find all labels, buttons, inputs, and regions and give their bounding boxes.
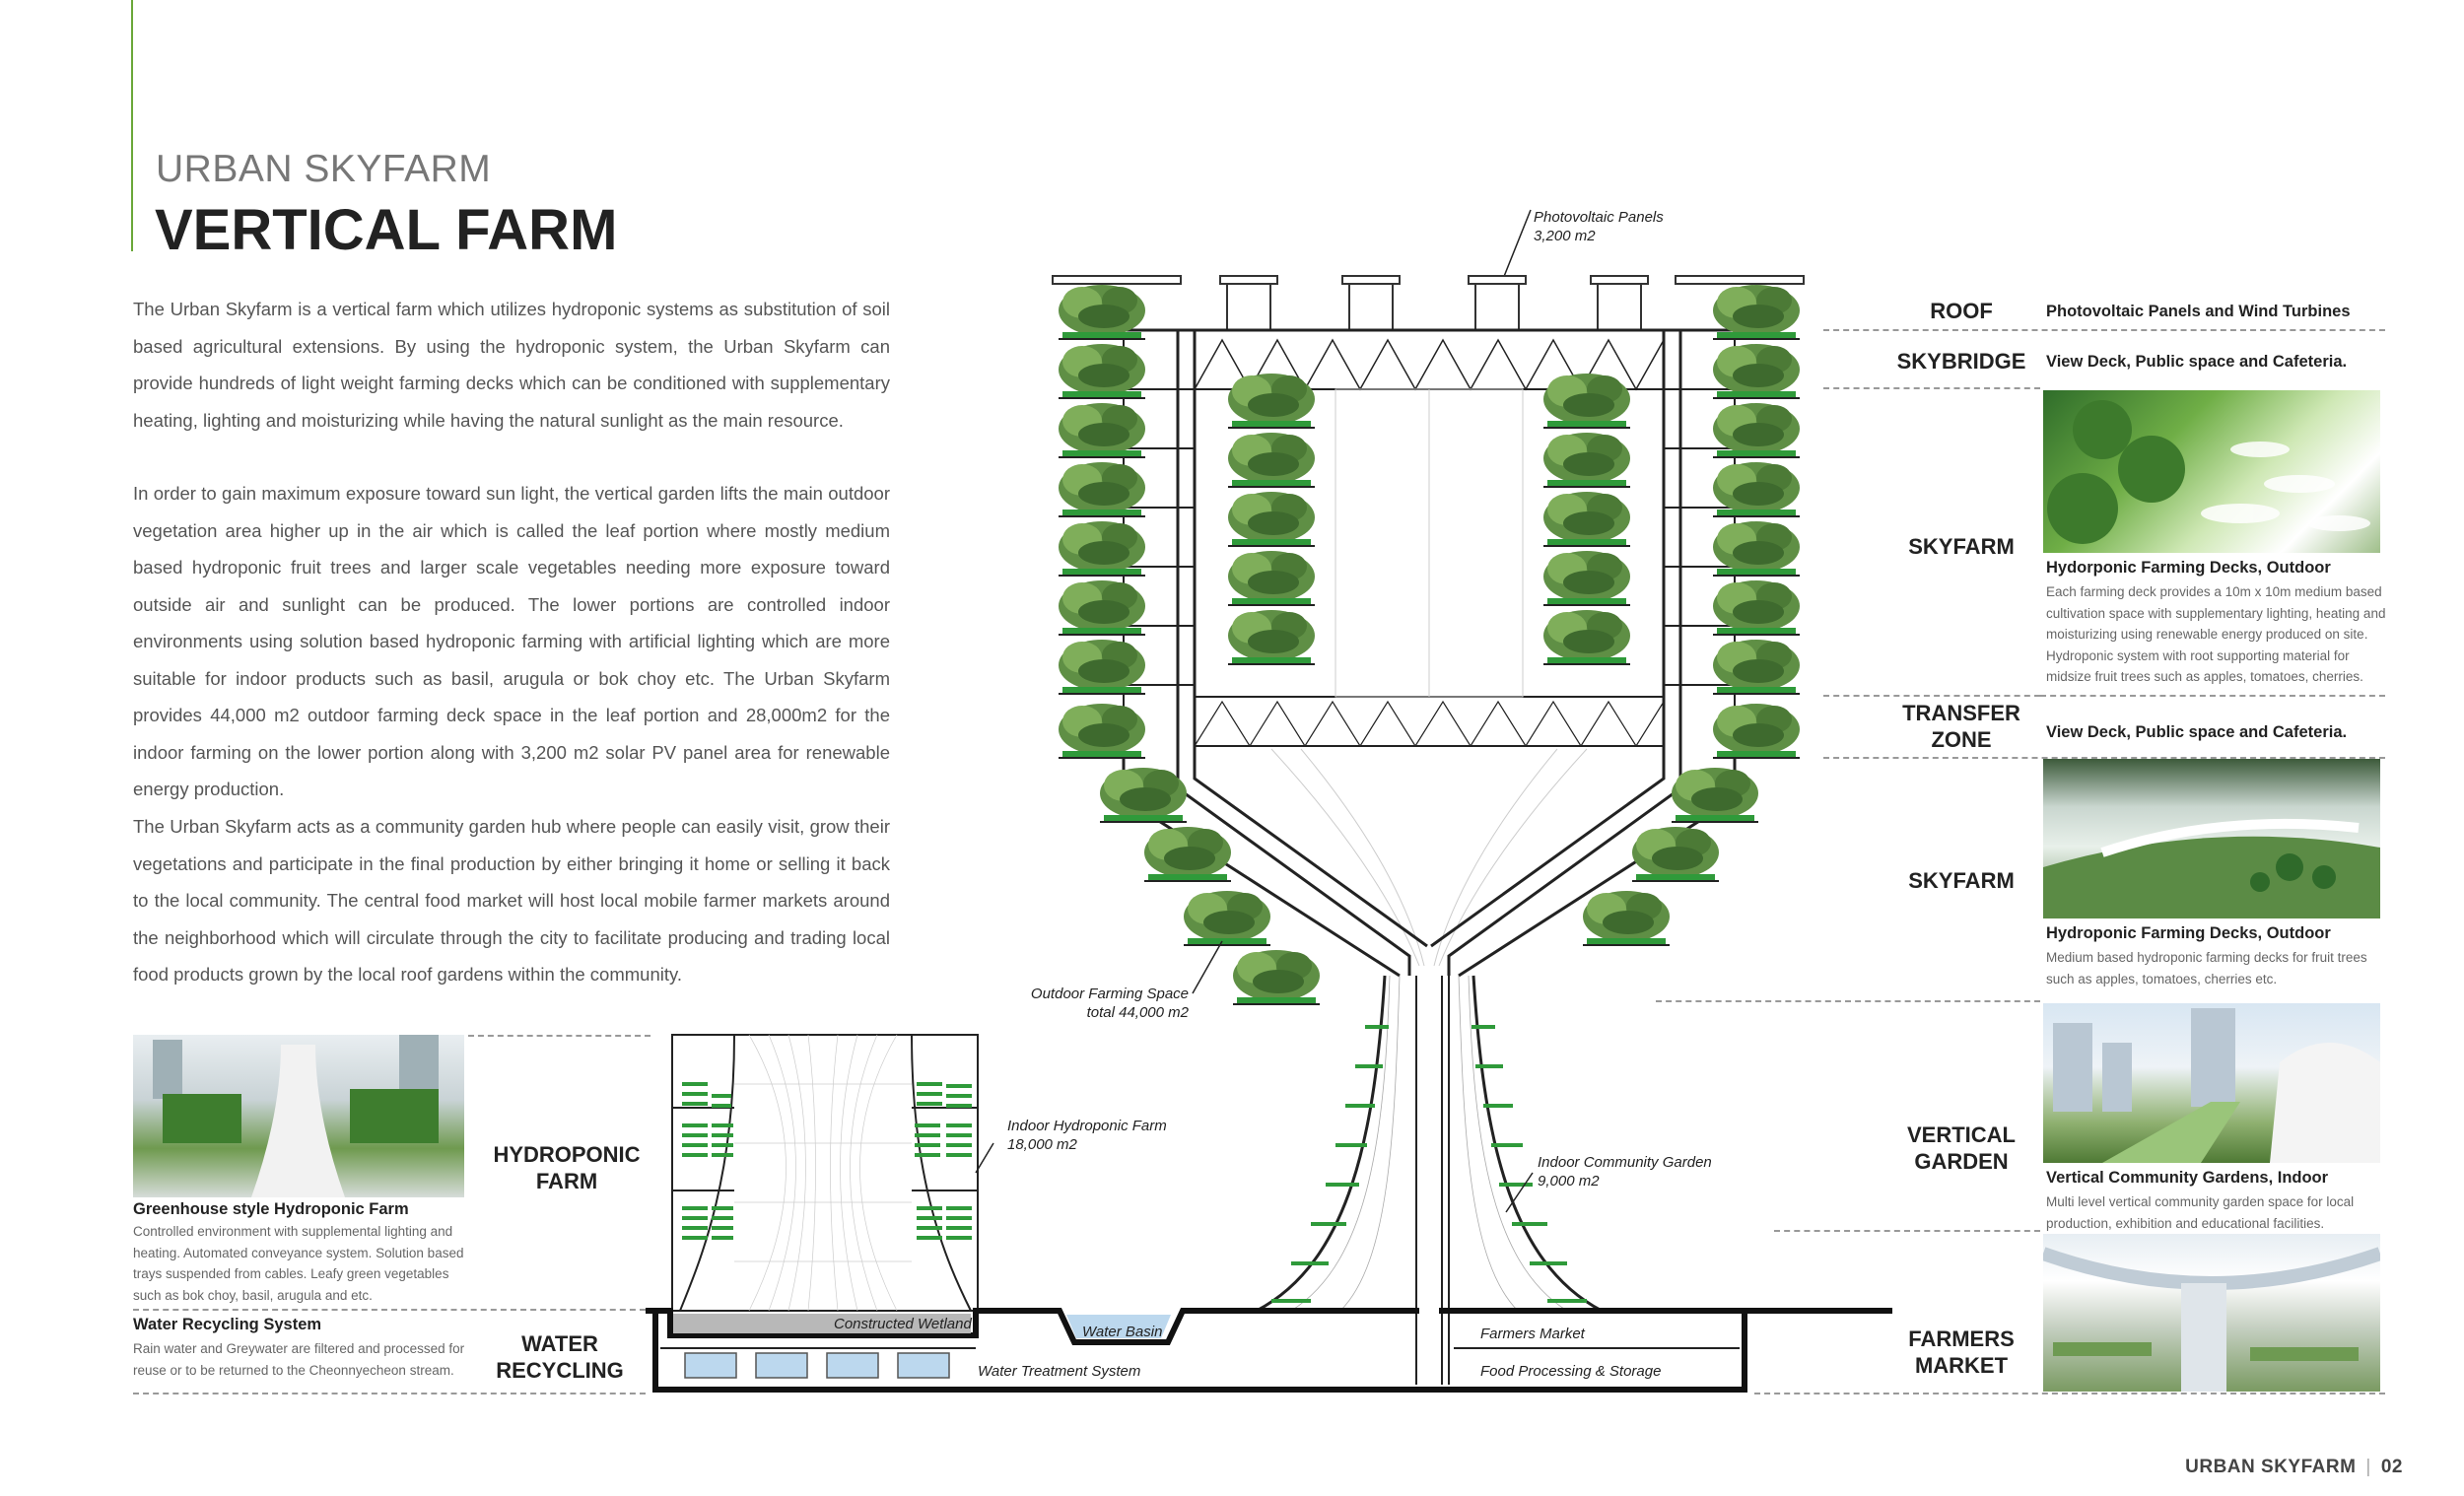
divider-water-top [133,1309,646,1311]
treatment-label: Water Treatment System [978,1363,1141,1380]
outdoor2-desc: Medium based hydroponic farming decks fo… [2046,950,2367,986]
divider-transfer-top-right [2040,695,2385,697]
greenhouse-desc: Controlled environment with supplemental… [133,1224,464,1303]
community-leader [1505,1172,1534,1213]
skyfarm-outdoor-photo-art [2047,400,2370,544]
community-annotation-name: Indoor Community Garden [1538,1154,1712,1171]
farmers-market-photo [2043,1234,2380,1392]
community-gardens-title: Vertical Community Gardens, Indoor [2046,1169,2329,1187]
zone-hydroponic-farm: HYDROPONIC FARM [468,1141,665,1194]
divider-transfer-top [1823,695,2040,697]
zone-water-recycling: WATER RECYCLING [461,1330,658,1384]
divider-ground-left [133,1393,646,1394]
greenhouse-section [671,1034,994,1312]
zone-water-recycling-line1: WATER [521,1331,598,1356]
outer-left-trees [1058,284,1146,759]
outdoor-decks-desc: Each farming deck provides a 10m x 10m m… [2046,584,2386,684]
page-subtitle: URBAN SKYFARM [156,148,492,190]
zone-skybridge: SKYBRIDGE [1896,349,2026,374]
indoor-hydro-annotation-name: Indoor Hydroponic Farm [1007,1118,1167,1134]
zone-skyfarm-upper: SKYFARM [1908,534,2015,559]
zone-skyfarm-lower: SKYFARM [1908,868,2015,893]
water-recycling-desc: Rain water and Greywater are filtered an… [133,1341,465,1378]
greenhouse-title: Greenhouse style Hydroponic Farm [133,1200,409,1218]
roof-description: Photovoltaic Panels and Wind Turbines [2046,303,2351,320]
divider-ground-right [1754,1393,2385,1394]
wetland-label: Constructed Wetland [834,1316,972,1332]
community-paragraph: The Urban Skyfarm acts as a community ga… [133,816,890,985]
pv-annotation: Photovoltaic Panels 3,200 m2 [1534,208,1664,245]
pv-annotation-name: Photovoltaic Panels [1534,209,1664,226]
exposure-paragraph: In order to gain maximum exposure toward… [133,483,890,799]
skyfarm-lower-photo-art [2043,818,2380,918]
skyfarm-outdoor-photo [2043,390,2380,553]
community-annotation: Indoor Community Garden 9,000 m2 [1538,1153,1712,1190]
footer-separator: | [2365,1457,2371,1477]
accent-rule [131,0,133,251]
zone-hydroponic-farm-line1: HYDROPONIC [493,1142,641,1167]
pv-annotation-area: 3,200 m2 [1534,228,1596,244]
market-label: Farmers Market [1480,1326,1585,1342]
indoor-hydro-annotation-area: 18,000 m2 [1007,1136,1077,1153]
basement-section [646,1308,1892,1393]
zone-transfer-line2: ZONE [1931,727,1992,752]
zone-farmers-market-line1: FARMERS [1908,1326,2015,1351]
processing-label: Food Processing & Storage [1480,1363,1662,1380]
footer-name: URBAN SKYFARM [2185,1457,2357,1477]
community-gardens-desc: Multi level vertical community garden sp… [2046,1194,2355,1231]
page-footer: URBAN SKYFARM | 02 [2185,1457,2403,1478]
pv-leader [1486,209,1532,280]
zone-vertical-garden: VERTICAL GARDEN [1863,1122,2060,1175]
divider-hydro-top [468,1035,650,1037]
skybridge-description: View Deck, Public space and Cafeteria. [2046,353,2348,371]
divider-vertical-garden [1774,1230,2040,1232]
outdoor-decks-title: Hydorponic Farming Decks, Outdoor [2046,559,2331,577]
divider-roof [1823,329,2385,331]
outdoor2-title: Hydroponic Farming Decks, Outdoor [2046,924,2331,942]
basin-label: Water Basin [1082,1324,1163,1340]
trunk-trays [1271,1025,1587,1303]
outdoor-annotation: Outdoor Farming Space total 44,000 m2 [986,985,1189,1022]
zone-transfer-line1: TRANSFER [1902,701,2020,725]
water-recycling-title: Water Recycling System [133,1316,322,1333]
footer-page-number: 02 [2380,1457,2403,1477]
skyfarm-lower-photo [2043,759,2380,918]
zone-hydroponic-farm-line2: FARM [535,1169,598,1193]
atrium-ghost [1270,388,1588,967]
farmers-market-photo-art [2043,1247,2380,1392]
outdoor-leader [1192,940,1223,994]
zone-vertical-garden-line1: VERTICAL [1907,1122,2016,1147]
greenhouse-photo-art [153,1035,439,1197]
outdoor-annotation-area: total 44,000 m2 [1086,1004,1189,1021]
zone-vertical-garden-line2: GARDEN [1914,1149,2009,1174]
transfer-description: View Deck, Public space and Cafeteria. [2046,723,2348,741]
intro-paragraph: The Urban Skyfarm is a vertical farm whi… [133,299,890,431]
zone-farmers-market-line2: MARKET [1914,1353,2009,1378]
roof-pv-panels [1052,275,1805,330]
page-title: VERTICAL FARM [155,198,618,262]
outer-right-trees [1712,284,1801,759]
vertical-garden-photo [2043,1003,2380,1163]
divider-skybridge [1823,387,2040,389]
indoor-hydro-annotation: Indoor Hydroponic Farm 18,000 m2 [1007,1117,1167,1154]
zone-farmers-market: FARMERS MARKET [1863,1326,2060,1379]
community-annotation-area: 9,000 m2 [1538,1173,1600,1190]
vertical-garden-photo-art [2053,1008,2380,1163]
zone-water-recycling-line2: RECYCLING [496,1358,624,1383]
divider-skyfarm-lower [1656,1000,2040,1002]
outdoor-annotation-name: Outdoor Farming Space [1030,986,1189,1002]
greenhouse-photo [133,1035,464,1197]
divider-transfer-bottom [1823,757,2385,759]
zone-roof: ROOF [1930,299,1993,323]
zone-transfer: TRANSFER ZONE [1863,700,2060,753]
